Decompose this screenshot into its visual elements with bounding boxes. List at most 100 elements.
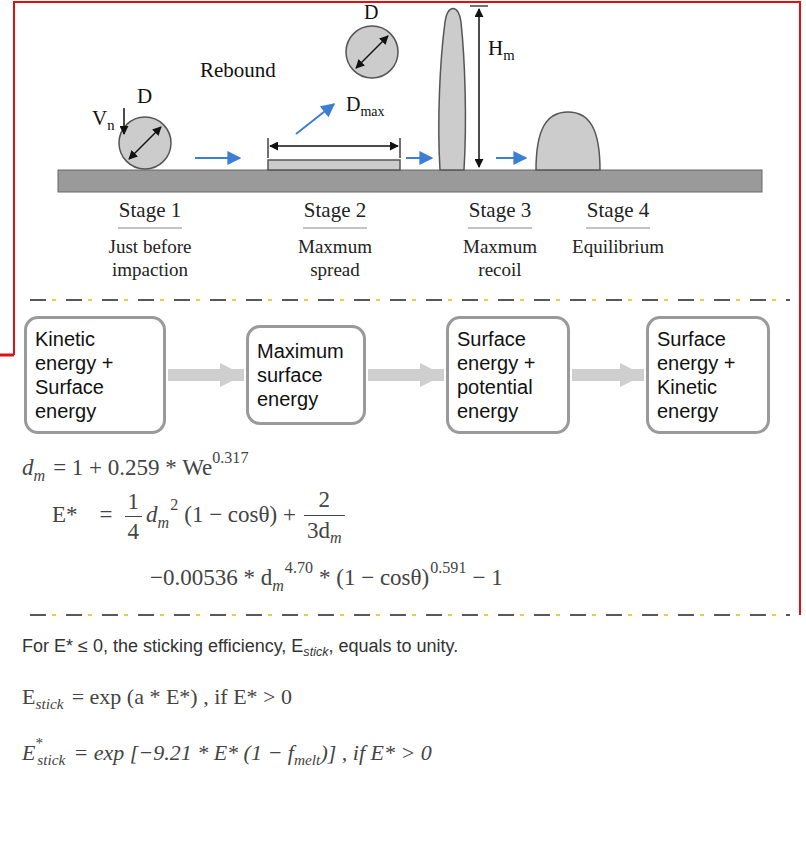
- dmax-label: D: [346, 92, 360, 116]
- equation-term: = 1 + 0.259 * We: [53, 454, 212, 482]
- stage-name-row: Stage 2: [270, 198, 400, 223]
- dmax-label-row: Dmax: [346, 92, 385, 121]
- dmax-tick: [399, 138, 400, 158]
- height-tick: [470, 5, 488, 6]
- equation-term: E: [22, 740, 35, 766]
- equation-term: m: [272, 576, 284, 595]
- note-text: For E* ≤ 0, the sticking efficiency, E: [22, 636, 303, 658]
- stage-description-row: Maxmum spread: [285, 236, 385, 282]
- equation-term-row: −0.00536 * dm4.70* (1 − cosθ)0.591− 1: [150, 558, 503, 595]
- numerator: 2: [304, 486, 345, 514]
- box-text: Surface energy + Kinetic energy: [657, 327, 759, 423]
- diameter-label: D: [364, 0, 378, 24]
- separator-dots: [30, 614, 790, 616]
- fraction: 2 3dm: [304, 486, 345, 548]
- diameter-label-row: D: [137, 84, 152, 109]
- flow-arrow: [168, 369, 244, 381]
- stage-underline: [586, 228, 650, 229]
- spread-film: [268, 160, 400, 170]
- stage-underline: [118, 228, 182, 229]
- recoil-column: [439, 9, 466, 171]
- fraction-bar: [125, 516, 143, 517]
- equation-term: d: [146, 501, 158, 529]
- stage-description-row: Equilibrium: [563, 236, 673, 259]
- equation-term-row: Estick= exp (a * E*) , if E* > 0: [22, 684, 292, 714]
- stage-name: Stage 1: [85, 198, 215, 223]
- velocity-arrow: [123, 108, 125, 134]
- stage-description: Maxmum recoil: [450, 236, 550, 282]
- height-label-row: Hm: [488, 36, 515, 65]
- separator: [30, 299, 790, 301]
- flow-arrow: [572, 369, 644, 381]
- fraction-bar: [304, 515, 345, 516]
- stage-name-row: Stage 3: [435, 198, 565, 223]
- denominator: 4: [125, 518, 143, 546]
- equation-term: 4.70: [285, 558, 313, 577]
- equation-term: d: [22, 454, 34, 482]
- droplet: [119, 117, 171, 169]
- energy-box: Kinetic energy + Surface energy: [24, 316, 166, 434]
- note-text-row: For E* ≤ 0, the sticking efficiency, Est…: [22, 636, 458, 661]
- equation-term-row: dm= 1 + 0.259 * We0.317: [22, 448, 248, 485]
- stage-arrow: [496, 157, 526, 159]
- energy-box: Maximum surface energy: [246, 325, 366, 425]
- equation-term: )] , if E* > 0: [320, 740, 431, 766]
- stage-description-row: Just before impaction: [95, 236, 205, 282]
- velocity-label-row: Vn: [92, 106, 115, 135]
- equation-term: =: [100, 501, 113, 529]
- equation-term: stick: [35, 695, 63, 713]
- red-frame: [14, 2, 800, 615]
- rebound-droplet: [346, 26, 398, 78]
- equation-term: stick: [37, 751, 65, 769]
- diameter-arrow: [356, 36, 388, 68]
- equation-term: − 1: [472, 564, 502, 592]
- note-text: stick: [303, 645, 328, 660]
- stage-description-row: Maxmum recoil: [450, 236, 550, 282]
- energy-box: Surface energy + Kinetic energy: [646, 316, 770, 434]
- stage-underline: [303, 228, 367, 229]
- substrate: [58, 170, 762, 192]
- rebound-label-row: Rebound: [200, 58, 276, 83]
- energy-box: Surface energy + potential energy: [446, 316, 570, 434]
- flow-arrow: [368, 369, 444, 381]
- stage-name-row: Stage 1: [85, 198, 215, 223]
- box-text: Surface energy + potential energy: [457, 327, 559, 423]
- dmax-arrow: [270, 145, 398, 147]
- note-text: , equals to unity.: [329, 636, 459, 658]
- equation-term: *: [35, 734, 43, 752]
- equation-term: 2: [318, 486, 330, 514]
- rebound-label: Rebound: [200, 58, 276, 83]
- denominator: 3dm: [304, 517, 345, 548]
- velocity-label: V: [92, 106, 107, 131]
- equation-term: m: [34, 466, 46, 485]
- separator-dots: [30, 299, 790, 301]
- dmax-tick: [267, 138, 268, 158]
- stage-name: Stage 2: [270, 198, 400, 223]
- equation-term: m: [158, 513, 170, 532]
- equation-term: melt: [294, 751, 321, 769]
- dmax-label: max: [360, 104, 384, 121]
- equation-term: 1: [128, 488, 140, 516]
- diameter-label: D: [137, 84, 152, 109]
- numerator: 1: [125, 488, 143, 516]
- equation-term-row: E*stick = exp [−9.21 * E* (1 − fmelt)] , …: [22, 734, 432, 769]
- equation-term: = exp (a * E*) , if E* > 0: [72, 684, 292, 710]
- rebound-arrow: [296, 104, 334, 134]
- red-tick: [0, 354, 14, 357]
- equation-term: −0.00536 * d: [150, 564, 272, 592]
- equation-term-row: E*=14dm2(1 − cosθ) +23dm: [52, 486, 345, 548]
- equation-term: = exp [−9.21 * E* (1 − f: [73, 740, 294, 766]
- separator: [30, 614, 790, 616]
- stage-underline: [468, 228, 532, 229]
- equation-term: * (1 − cosθ): [319, 564, 429, 592]
- stage-name: Stage 3: [435, 198, 565, 223]
- height-label: H: [488, 36, 503, 61]
- stage-description: Maxmum spread: [285, 236, 385, 282]
- velocity-label: n: [107, 117, 114, 135]
- stage-description: Just before impaction: [95, 236, 205, 282]
- equation-term: m: [330, 528, 342, 547]
- equation-term: E*: [52, 501, 78, 529]
- diameter-arrow: [129, 127, 161, 159]
- stage-arrow: [406, 157, 432, 159]
